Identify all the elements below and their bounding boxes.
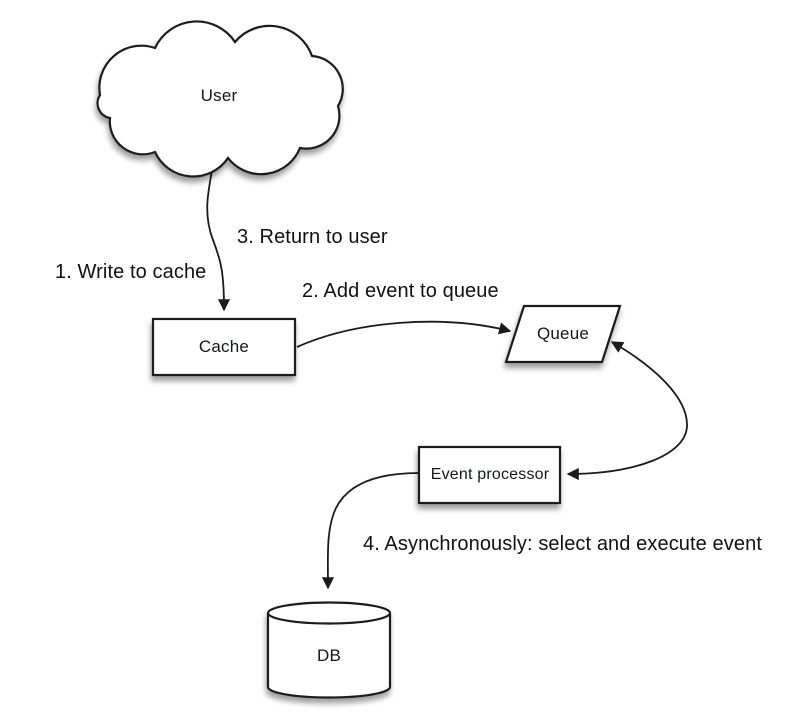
cache-label: Cache	[198, 337, 250, 356]
queue-parallelogram-shape	[504, 304, 622, 364]
queue-label: Queue	[536, 324, 590, 343]
step-1-label: 1. Write to cache	[55, 261, 207, 283]
step-2-label: 2. Add event to queue	[302, 280, 499, 302]
edge-eventprocessor-to-db-arrow	[321, 472, 420, 590]
db-label: DB	[316, 646, 342, 665]
step-3-label: 3. Return to user	[237, 226, 388, 248]
step-4-label: 4. Asynchronously: select and execute ev…	[363, 533, 762, 555]
edge-cache-to-queue-arrow	[296, 320, 512, 348]
user-label: User	[200, 86, 238, 105]
user-cloud-shape	[96, 20, 344, 178]
cache-box-shape	[151, 317, 297, 377]
edge-queue-eventprocessor-double-arrow	[566, 341, 688, 481]
edge-user-to-cache-arrow	[206, 164, 231, 312]
event-processor-box-shape	[417, 445, 562, 505]
db-cylinder-shape	[266, 601, 392, 699]
event-processor-label: Event processor	[430, 466, 550, 483]
